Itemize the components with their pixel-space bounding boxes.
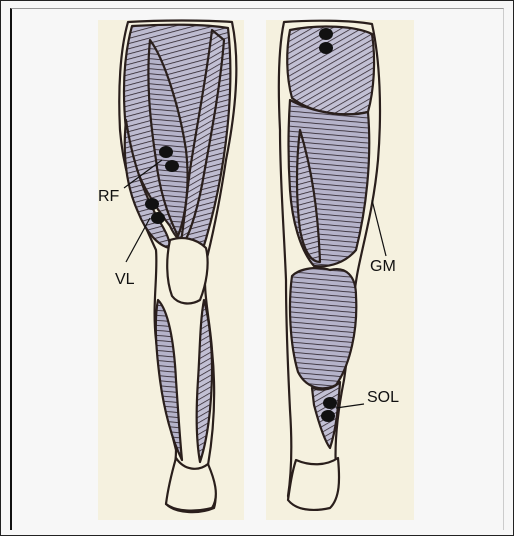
electrode-dot [319,28,333,40]
knee-anterior [167,238,207,303]
label-rf: RF [98,188,119,206]
electrode-dot [151,212,165,224]
electrode-dot [145,198,159,210]
posterior-leg [279,21,380,510]
electrode-dot [321,410,335,422]
anterior-leg [119,21,236,513]
electrode-dot [159,146,173,158]
vl-leader-line [126,218,150,262]
gm-leader-line [372,200,386,256]
foot-posterior [288,458,339,510]
label-vl: VL [115,271,135,289]
label-gm: GM [370,258,396,276]
electrode-dot [323,397,337,409]
electrode-dot [165,160,179,172]
gluteus-muscle [287,27,374,115]
electrode-dot [319,42,333,54]
label-sol: SOL [367,389,399,407]
